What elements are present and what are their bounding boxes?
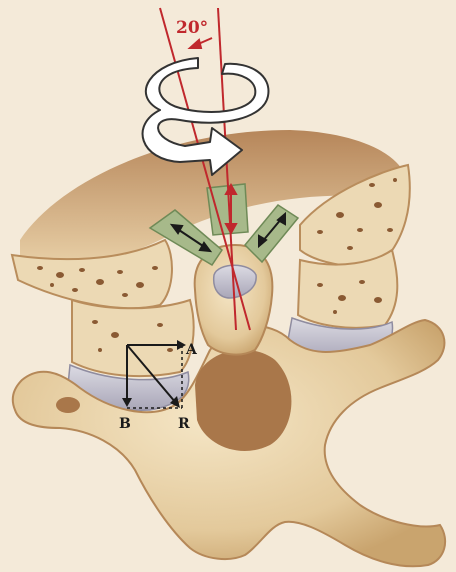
left-facet-hole	[56, 397, 80, 413]
label-r: R	[178, 416, 190, 432]
angle-label: 20°	[176, 18, 208, 38]
right-alar-ligament	[245, 205, 298, 262]
angle-arrow-icon	[190, 38, 212, 48]
label-a: A	[185, 342, 198, 358]
vertebral-foramen	[195, 350, 291, 451]
label-b: B	[119, 416, 131, 432]
left-vertebral-body	[72, 300, 194, 376]
